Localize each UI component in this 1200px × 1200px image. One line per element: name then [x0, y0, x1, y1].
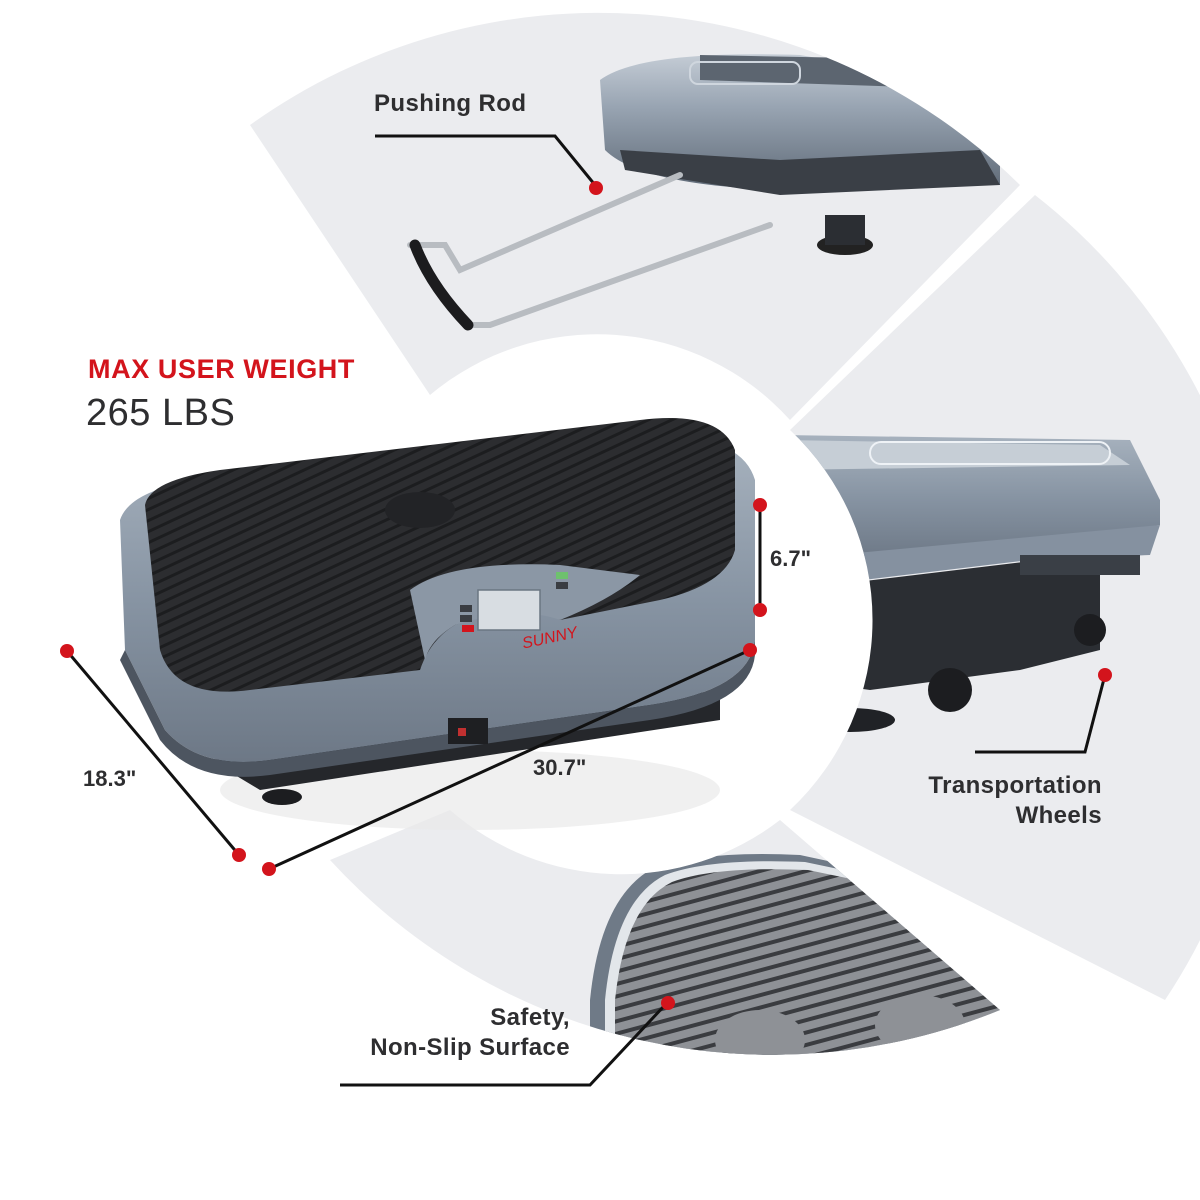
callout-surface-line2: Non-Slip Surface: [370, 1034, 570, 1061]
max-weight-label: MAX USER WEIGHT: [88, 354, 356, 384]
callout-dots: [589, 181, 1112, 1010]
callout-wheels-line2: Wheels: [1015, 802, 1102, 829]
callout-wheels-line1: Transportation: [928, 772, 1102, 799]
dimension-depth: 18.3": [83, 766, 137, 791]
vibration-plate-image: SUNNY: [120, 418, 755, 830]
dimension-height: 6.7": [770, 546, 812, 571]
callout-leaders: [340, 134, 1107, 1087]
dimension-lines: [65, 505, 762, 871]
dimension-width: 30.7": [533, 755, 587, 780]
max-weight-value: 265 LBS: [86, 392, 236, 434]
surface-image: [590, 854, 1000, 1055]
dimension-endpoints: [60, 498, 767, 876]
callout-surface-line1: Safety,: [490, 1004, 570, 1031]
callout-pushing-rod: Pushing Rod: [374, 90, 527, 117]
